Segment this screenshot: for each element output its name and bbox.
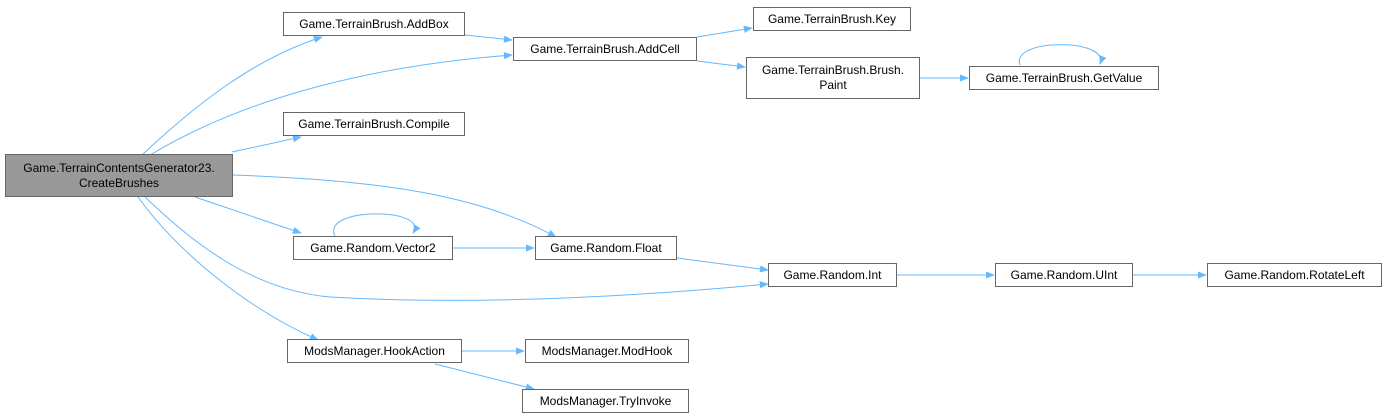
node-addcell[interactable]: Game.TerrainBrush.AddCell [513, 37, 697, 61]
node-modhook-label: ModsManager.ModHook [541, 343, 673, 358]
edge-hookaction-tryinvoke [434, 363, 535, 391]
node-addcell-label: Game.TerrainBrush.AddCell [530, 41, 680, 56]
node-compile-label: Game.TerrainBrush.Compile [298, 116, 450, 131]
node-hookaction[interactable]: ModsManager.HookAction [287, 339, 462, 363]
node-vector2[interactable]: Game.Random.Vector2 [293, 236, 453, 260]
node-rotateleft-label: Game.Random.RotateLeft [1224, 267, 1365, 282]
node-getvalue-label: Game.TerrainBrush.GetValue [985, 70, 1143, 85]
edge-root-vector2 [194, 196, 302, 234]
node-addbox[interactable]: Game.TerrainBrush.AddBox [283, 12, 465, 36]
edge-addcell-paint [696, 60, 746, 70]
node-key-label: Game.TerrainBrush.Key [767, 11, 897, 26]
node-paint-line-1: Game.TerrainBrush.Brush. [761, 63, 905, 77]
node-rotateleft[interactable]: Game.Random.RotateLeft [1207, 263, 1382, 287]
edge-root-addcell [149, 52, 513, 156]
node-modhook[interactable]: ModsManager.ModHook [525, 339, 689, 363]
node-hookaction-label: ModsManager.HookAction [304, 343, 445, 358]
node-float-label: Game.Random.Float [550, 240, 662, 255]
node-float[interactable]: Game.Random.Float [535, 236, 677, 260]
node-root-line-1: Game.TerrainContentsGenerator23. [23, 160, 215, 175]
node-compile[interactable]: Game.TerrainBrush.Compile [283, 112, 465, 136]
node-tryinvoke-label: ModsManager.TryInvoke [539, 393, 672, 408]
edge-root-hookaction [137, 196, 319, 341]
edge-vector2-self [333, 213, 421, 237]
edge-addbox-addcell [464, 34, 513, 43]
node-vector2-label: Game.Random.Vector2 [310, 240, 436, 255]
node-root: Game.TerrainContentsGenerator23. CreateB… [5, 154, 233, 197]
node-int[interactable]: Game.Random.Int [768, 263, 897, 287]
node-paint[interactable]: Game.TerrainBrush.Brush. Paint [746, 57, 920, 99]
edge-root-compile [231, 135, 302, 153]
edge-root-int [144, 196, 769, 301]
edge-root-addbox [141, 36, 323, 156]
node-key[interactable]: Game.TerrainBrush.Key [753, 7, 911, 31]
node-tryinvoke[interactable]: ModsManager.TryInvoke [522, 389, 689, 413]
node-addbox-label: Game.TerrainBrush.AddBox [299, 16, 449, 31]
edge-addcell-key [696, 25, 753, 38]
node-uint[interactable]: Game.Random.UInt [995, 263, 1133, 287]
node-getvalue[interactable]: Game.TerrainBrush.GetValue [969, 66, 1159, 90]
node-uint-label: Game.Random.UInt [1010, 267, 1118, 282]
edge-getvalue-self [1019, 44, 1107, 66]
edge-float-int [676, 257, 769, 273]
edge-root-float [231, 174, 557, 238]
node-paint-line-2: Paint [819, 78, 847, 92]
node-root-line-2: CreateBrushes [78, 175, 160, 190]
node-int-label: Game.Random.Int [783, 267, 882, 282]
